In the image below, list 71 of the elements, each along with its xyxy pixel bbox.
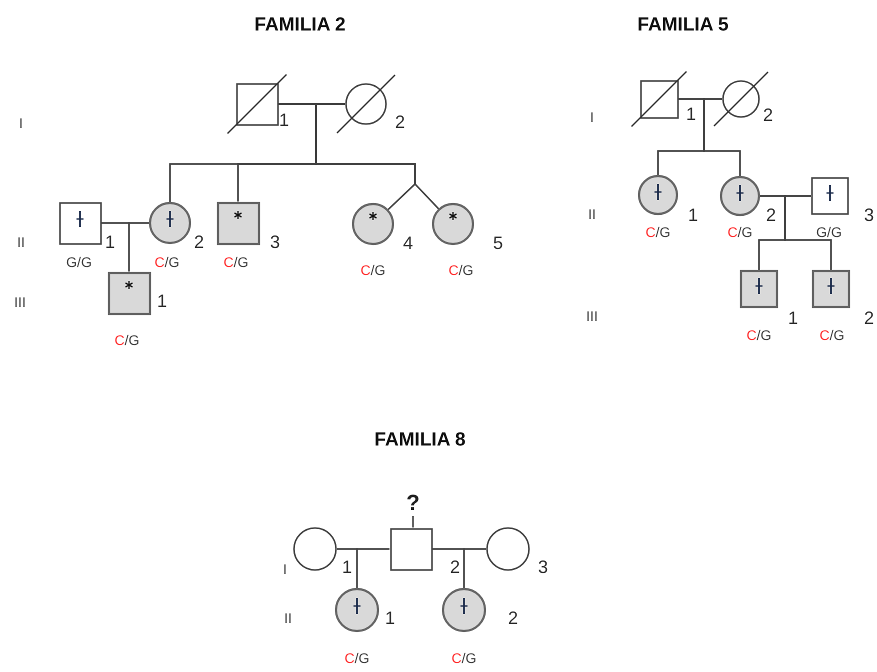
female-symbol xyxy=(722,80,760,118)
female-symbol xyxy=(345,83,387,125)
generation-label: III xyxy=(14,295,26,309)
genotype-label: C/G xyxy=(646,225,670,239)
descent-line xyxy=(463,548,486,588)
generation-label: II xyxy=(284,611,292,625)
individual-number: 1 xyxy=(157,292,167,310)
female-symbol xyxy=(149,202,191,244)
individual-number: 3 xyxy=(538,558,548,576)
male-symbol xyxy=(740,270,778,308)
descent-line xyxy=(356,548,390,588)
genotype-label: C/G xyxy=(728,225,752,239)
individual-number: 3 xyxy=(864,206,874,224)
descent-line xyxy=(784,195,832,270)
individual-number: 1 xyxy=(105,233,115,251)
male-symbol xyxy=(640,80,678,118)
individual-number: 2 xyxy=(864,309,874,327)
individual-number: 1 xyxy=(385,609,395,627)
male-symbol xyxy=(236,82,278,126)
male-symbol xyxy=(216,202,260,244)
female-symbol xyxy=(720,176,760,216)
generation-label: I xyxy=(283,562,287,576)
genotype-label: G/G xyxy=(66,255,92,269)
family-title: FAMILIA 8 xyxy=(374,430,466,450)
genotype-label: C/G xyxy=(452,651,476,665)
female-symbol xyxy=(486,527,530,571)
individual-number: 1 xyxy=(279,111,289,129)
genotype-label: C/G xyxy=(344,651,370,665)
female-symbol xyxy=(432,203,474,245)
male-symbol xyxy=(812,270,850,308)
male-symbol xyxy=(58,202,102,244)
genotype-label: C/G xyxy=(154,255,180,269)
female-symbol xyxy=(293,527,337,571)
descent-line xyxy=(703,98,741,176)
individual-number: 1 xyxy=(342,558,352,576)
genotype-label: C/G xyxy=(448,263,474,277)
unknown-mark: ? xyxy=(406,492,420,514)
individual-number: 2 xyxy=(194,233,204,251)
generation-label: III xyxy=(586,309,598,323)
individual-number: 3 xyxy=(270,233,280,251)
genotype-label: C/G xyxy=(746,328,772,342)
individual-number: 2 xyxy=(395,113,405,131)
individual-number: 2 xyxy=(508,609,518,627)
genotype-label: C/G xyxy=(114,333,140,347)
individual-number: 2 xyxy=(763,106,773,124)
generation-label: II xyxy=(588,207,596,221)
male-symbol xyxy=(108,272,150,314)
individual-number: 1 xyxy=(686,105,696,123)
genotype-label: C/G xyxy=(360,263,386,277)
family-title: FAMILIA 5 xyxy=(637,16,729,34)
generation-label: I xyxy=(590,110,594,124)
family-title: FAMILIA 2 xyxy=(254,16,346,34)
individual-number: 5 xyxy=(493,234,503,252)
individual-number: 2 xyxy=(766,206,776,224)
descent-line xyxy=(315,103,440,210)
female-symbol xyxy=(352,203,394,245)
female-symbol xyxy=(638,175,678,215)
male-symbol xyxy=(390,528,432,570)
individual-number: 1 xyxy=(788,309,798,327)
male-symbol xyxy=(811,177,849,215)
descent-line xyxy=(128,222,149,272)
genotype-label: C/G xyxy=(820,328,844,342)
genotype-label: C/G xyxy=(224,255,248,269)
genotype-label: G/G xyxy=(816,225,842,239)
generation-label: I xyxy=(19,116,23,130)
individual-number: 2 xyxy=(450,558,460,576)
female-symbol xyxy=(335,588,379,632)
generation-label: II xyxy=(17,235,25,249)
individual-number: 1 xyxy=(688,206,698,224)
female-symbol xyxy=(442,588,486,632)
individual-number: 4 xyxy=(403,234,413,252)
